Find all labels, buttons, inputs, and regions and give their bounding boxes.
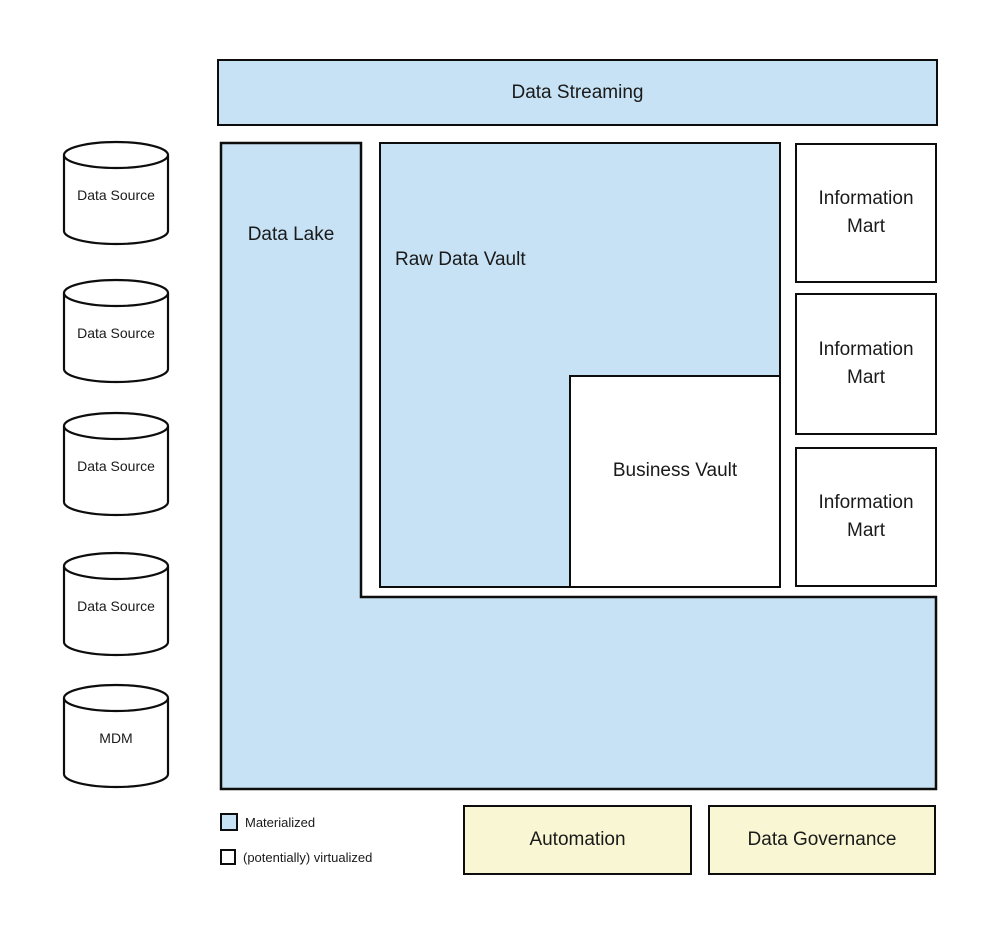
information-mart-box: Information Mart [795, 447, 937, 587]
business-vault-box: Business Vault [569, 375, 781, 588]
data-source-cylinder: Data Source [62, 411, 170, 517]
data-source-label: Data Source [77, 598, 155, 614]
information-mart-box: Information Mart [795, 293, 937, 435]
automation-label: Automation [529, 829, 626, 850]
mdm-cylinder: MDM [62, 683, 170, 789]
information-mart-label: Information Mart [818, 188, 914, 237]
data-source-label: Data Source [77, 187, 155, 203]
data-lake-label: Data Lake [247, 224, 335, 245]
data-source-cylinder: Data Source [62, 278, 170, 384]
automation-box: Automation [463, 805, 692, 875]
data-lake-polygon [219, 141, 938, 791]
raw-data-vault-label: Raw Data Vault [395, 249, 526, 270]
data-governance-label: Data Governance [747, 829, 897, 850]
data-source-cylinder: Data Source [62, 140, 170, 246]
mdm-label: MDM [99, 730, 133, 746]
legend-virtualized: (potentially) virtualized [220, 849, 372, 865]
business-vault-label: Business Vault [612, 459, 738, 481]
data-streaming-label: Data Streaming [511, 81, 644, 103]
legend-materialized-label: Materialized [245, 814, 316, 830]
data-governance-box: Data Governance [708, 805, 936, 875]
database-cylinder-icon [62, 278, 170, 384]
database-cylinder-icon [62, 140, 170, 246]
data-source-cylinder: Data Source [62, 551, 170, 657]
data-source-label: Data Source [77, 458, 155, 474]
legend-materialized: Materialized [220, 813, 315, 831]
legend-materialized-swatch [220, 813, 238, 831]
database-cylinder-icon [62, 411, 170, 517]
data-streaming-box: Data Streaming [217, 59, 938, 126]
data-source-label: Data Source [77, 325, 155, 341]
database-cylinder-icon [62, 683, 170, 789]
information-mart-label: Information Mart [818, 339, 914, 388]
information-mart-label: Information Mart [818, 492, 914, 541]
legend-virtualized-swatch [220, 849, 236, 865]
information-mart-box: Information Mart [795, 143, 937, 283]
legend-virtualized-label: (potentially) virtualized [243, 849, 373, 865]
database-cylinder-icon [62, 551, 170, 657]
